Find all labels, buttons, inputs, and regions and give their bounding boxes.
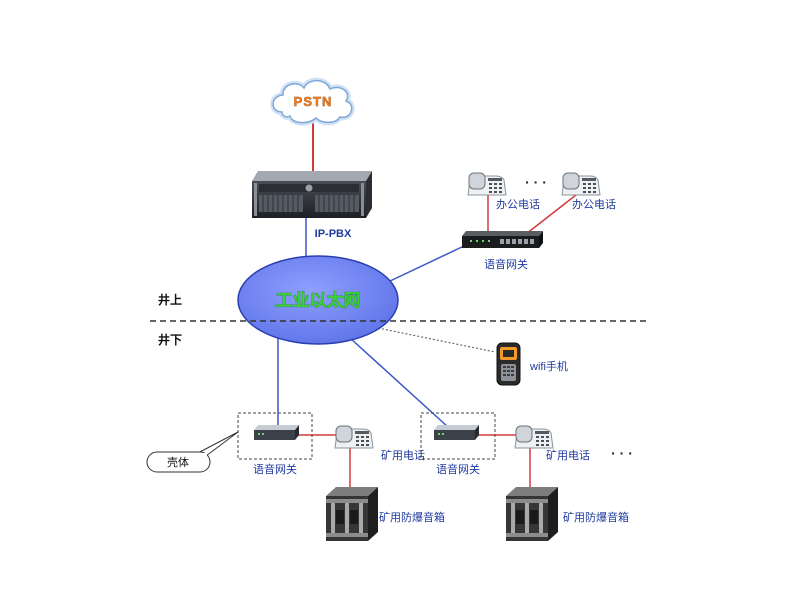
pstn-label: PSTN: [294, 94, 333, 109]
mine-speaker-1-label: 矿用防爆音箱: [379, 510, 445, 524]
office-ellipsis: · · ·: [525, 174, 547, 190]
mine-gateway-2-label: 语音网关: [436, 462, 480, 476]
office-gateway-label: 语音网关: [484, 257, 528, 271]
desk-phone-icon: [561, 172, 601, 196]
network-label: 工业以太网: [276, 290, 361, 310]
network-right-gateway-link: [349, 337, 449, 428]
zone-below-label: 井下: [158, 332, 182, 347]
voice-gateway-icon: [462, 231, 543, 248]
mobile-phone-icon: [496, 342, 521, 386]
network-office-gateway-link: [387, 245, 465, 283]
mine-phone-2-label: 矿用电话: [546, 449, 590, 462]
office-phone-2-link: [525, 194, 577, 235]
mine-speaker-2-label: 矿用防爆音箱: [563, 510, 629, 524]
desk-phone-icon: [467, 172, 507, 196]
rack-server-icon: [252, 171, 372, 218]
wifi-phone-label: wifi手机: [529, 359, 568, 373]
voice-gateway-icon: [254, 425, 299, 440]
shell-callout-label: 壳体: [167, 455, 189, 469]
mine-unit-2-enclosure: [420, 412, 496, 460]
voice-gateway-icon: [434, 425, 479, 440]
mine-phone-1-label: 矿用电话: [381, 449, 425, 462]
server-label: IP-PBX: [315, 228, 352, 240]
desk-phone-icon: [334, 425, 374, 449]
zone-above-label: 井上: [158, 292, 182, 307]
mine-gateway-1-label: 语音网关: [253, 462, 297, 476]
office-phone-2-label: 办公电话: [572, 198, 616, 211]
explosion-proof-speaker-icon: [506, 487, 558, 541]
office-phone-1-label: 办公电话: [496, 198, 540, 211]
cloud-icon: [270, 77, 355, 126]
desk-phone-icon: [514, 425, 554, 449]
explosion-proof-speaker-icon: [326, 487, 378, 541]
mine-ellipsis: · · ·: [611, 445, 633, 461]
industrial-ethernet-ellipse: [237, 255, 399, 345]
mine-unit-1-enclosure: [237, 412, 313, 460]
shell-callout: [146, 431, 239, 473]
wifi-link: [377, 327, 496, 353]
